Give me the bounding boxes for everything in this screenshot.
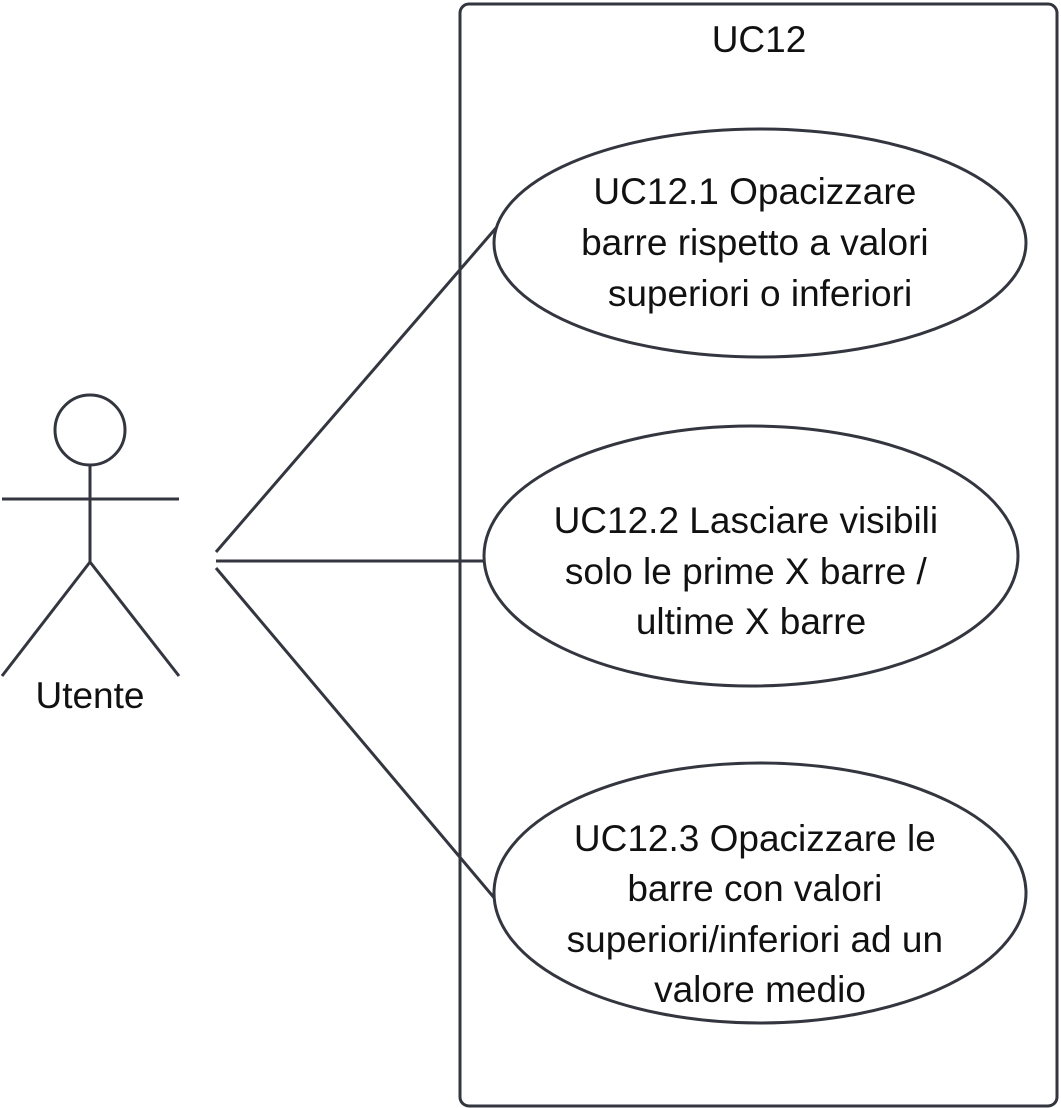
actor-utente <box>0 393 181 677</box>
use-case-uc12-1-line: barre rispetto a valori <box>581 222 929 263</box>
association-line-uc12-1 <box>214 227 498 553</box>
association-line-uc12-3 <box>214 567 498 901</box>
use-case-uc12-3-line: valore medio <box>654 969 866 1010</box>
use-case-uc12-1-line: superiori o inferiori <box>608 273 912 314</box>
system-title: UC12 <box>712 19 807 60</box>
actor-head <box>53 393 127 467</box>
use-case-uc12-3-line: barre con valori <box>627 868 882 909</box>
use-case-uc12-2-line: ultime X barre <box>636 601 866 642</box>
use-case-uc12-3-label: UC12.3 Opacizzare le barre con valori su… <box>567 818 954 1010</box>
use-case-uc12-3 <box>492 761 1028 1025</box>
use-case-uc12-1 <box>492 127 1028 359</box>
use-case-uc12-2-line: UC12.2 Lasciare visibili <box>554 500 939 541</box>
use-case-uc12-1-line: UC12.1 Opacizzare <box>593 171 916 212</box>
use-case-uc12-1-label: UC12.1 Opacizzare barre rispetto a valor… <box>581 171 939 314</box>
actor-right-leg <box>88 561 181 677</box>
use-case-uc12-3-line: superiori/inferiori ad un <box>567 919 943 960</box>
actor-left-leg <box>0 561 92 677</box>
use-case-uc12-3-line: UC12.3 Opacizzare le <box>574 818 936 859</box>
use-case-uc12-2-line: solo le prime X barre / <box>565 551 928 592</box>
use-case-uc12-2 <box>482 424 1020 688</box>
use-case-uc12-2-label: UC12.2 Lasciare visibili solo le prime X… <box>554 500 949 642</box>
actor-label: Utente <box>35 675 144 716</box>
